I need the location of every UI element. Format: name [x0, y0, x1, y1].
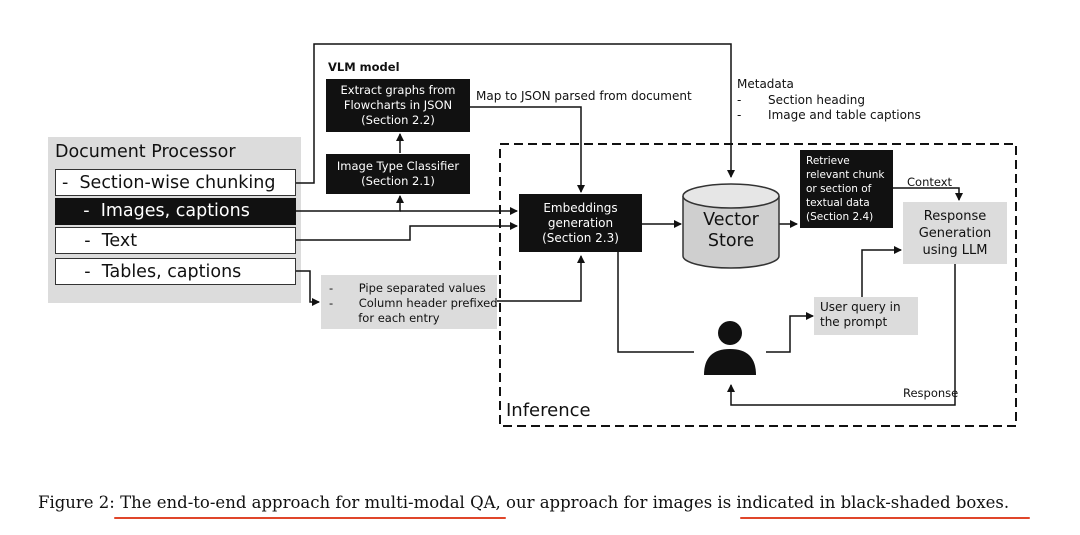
vector-store-line-2: Store [707, 231, 755, 251]
figure-caption: Figure 2: The end-to-end approach for mu… [38, 493, 1009, 512]
embeddings-line-2: generation [547, 215, 614, 230]
extract-to-embeddings-connector [470, 106, 585, 193]
table-format-line-2: - Column header prefixed [329, 296, 498, 310]
metadata-title: Metadata [737, 77, 794, 91]
response-gen-line-1: Response [923, 209, 987, 224]
embeddings-generation-box: Embeddings generation (Section 2.3) [519, 194, 642, 252]
query-to-response-connector [861, 246, 902, 297]
cylinder-database-icon [682, 183, 780, 269]
retrieve-line-1: Retrieve [806, 155, 850, 167]
embeddings-line-1: Embeddings [543, 200, 618, 215]
user-query-line-2: the prompt [820, 315, 888, 329]
response-label: Response [903, 386, 959, 400]
image-type-classifier-box: Image Type Classifier (Section 2.1) [326, 154, 470, 194]
tables-captions-row: - Tables, captions [55, 258, 296, 285]
caption-prefix: Figure 2: [38, 493, 121, 512]
caption-underline-1 [114, 517, 506, 519]
extract-graphs-line-2: Flowcharts in JSON [343, 98, 453, 112]
format-to-embeddings-connector [497, 255, 585, 302]
extract-graphs-box: Extract graphs from Flowcharts in JSON (… [326, 79, 470, 132]
images-captions-row: - Images, captions [55, 198, 296, 225]
retrieve-line-5: (Section 2.4) [806, 211, 874, 223]
section-chunking-row: - Section-wise chunking [55, 169, 296, 196]
metadata-item-2: - Image and table captions [737, 108, 921, 122]
retrieve-to-response-connector [893, 187, 963, 201]
response-to-user-connector [727, 262, 956, 406]
inference-boundary [499, 143, 1017, 427]
embeddings-to-user-connector [617, 252, 694, 353]
response-gen-line-3: using LLM [922, 243, 988, 258]
table-format-line-1: - Pipe separated values [329, 281, 486, 295]
user-icon [704, 321, 756, 375]
text-to-embeddings-connector [296, 222, 518, 241]
tables-to-format-connector [296, 270, 320, 306]
user-to-query-connector [766, 312, 814, 353]
context-label: Context [907, 175, 953, 189]
user-query-box: User query in the prompt [814, 297, 918, 335]
caption-part-1: The end-to-end approach for multi-modal … [120, 493, 496, 512]
vlm-model-title: VLM model [328, 60, 400, 74]
extract-graphs-line-3: (Section 2.2) [361, 113, 435, 127]
map-to-json-label: Map to JSON parsed from document [476, 89, 692, 103]
response-generation-box: Response Generation using LLM [903, 202, 1007, 264]
vector-store-line-1: Vector [703, 210, 759, 230]
inference-label: Inference [506, 400, 591, 421]
classifier-line-2: (Section 2.1) [361, 174, 435, 188]
images-to-classifier-connector [296, 195, 404, 212]
caption-part-3: indicated in black-shaded boxes [736, 493, 1004, 512]
embeddings-line-3: (Section 2.3) [542, 230, 619, 245]
document-processor-title: Document Processor [55, 142, 236, 162]
retrieve-line-4: textual data [806, 197, 870, 209]
extract-graphs-line-1: Extract graphs from [340, 83, 456, 97]
table-format-box: - Pipe separated values - Column header … [321, 275, 498, 329]
user-query-line-1: User query in [820, 300, 901, 314]
vector-store-label: Vector Store [683, 210, 779, 252]
response-gen-line-2: Generation [918, 226, 992, 241]
metadata-item-1: - Section heading [737, 93, 865, 107]
caption-part-4: . [1003, 493, 1010, 512]
metadata-connector [296, 43, 735, 184]
retrieve-box: Retrieve relevant chunk or section of te… [800, 150, 893, 228]
text-row: - Text [55, 227, 296, 254]
caption-part-2: , our approach for images is [495, 493, 737, 512]
retrieve-line-3: or section of [806, 183, 872, 195]
table-format-line-3: for each entry [329, 311, 440, 325]
retrieve-line-2: relevant chunk [806, 169, 885, 181]
classifier-line-1: Image Type Classifier [336, 159, 460, 173]
caption-underline-2 [740, 517, 1030, 519]
